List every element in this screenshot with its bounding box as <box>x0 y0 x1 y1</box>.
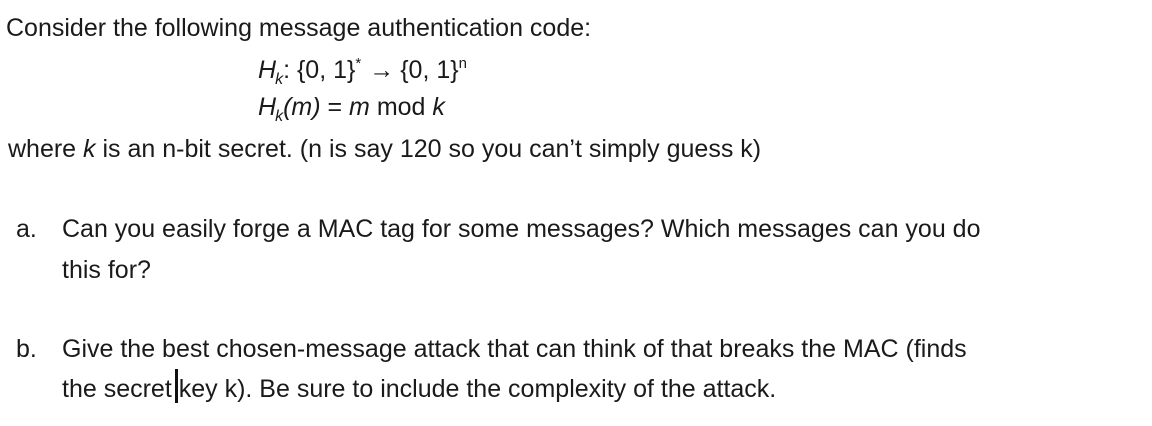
eq2-argument: (m) <box>283 93 321 121</box>
question-b-line-1: Give the best chosen-message attack that… <box>62 335 967 363</box>
question-a-line-2: this for? <box>62 256 151 284</box>
eq2-mod: mod <box>369 93 433 121</box>
eq1-star-superscript: * <box>355 55 362 72</box>
where-suffix: is an n-bit secret. (n is say 120 so you… <box>95 135 762 163</box>
intro-text: Consider the following message authentic… <box>6 14 592 42</box>
right-arrow-icon: → <box>369 56 395 84</box>
eq1-n-superscript: n <box>458 55 467 72</box>
eq2-m: m <box>349 93 370 121</box>
question-a-label: a. <box>16 215 37 243</box>
eq1-h-symbol: H <box>258 56 277 84</box>
question-b-label: b. <box>16 335 37 363</box>
where-prefix: where <box>8 135 84 163</box>
eq2-k: k <box>432 93 445 121</box>
eq1-domain: : {0, 1} <box>283 56 356 84</box>
text-cursor[interactable] <box>175 369 178 403</box>
where-clause: where k is an n-bit secret. (n is say 12… <box>8 134 761 164</box>
eq1-k-subscript: k <box>275 71 284 88</box>
question-a-line-1: Can you easily forge a MAC tag for some … <box>62 215 981 243</box>
eq2-h-symbol: H <box>258 93 277 121</box>
question-b-line-2: the secret key k). Be sure to include th… <box>62 375 777 403</box>
eq1-range: {0, 1} <box>400 56 459 84</box>
where-k: k <box>83 135 96 163</box>
eq2-equals: = <box>320 93 350 121</box>
equation-mac-signature: Hk: {0, 1}* →{0, 1}n <box>258 55 467 89</box>
eq2-k-subscript: k <box>275 108 284 125</box>
equation-mac-definition: Hk(m) = m mod k <box>258 92 445 126</box>
